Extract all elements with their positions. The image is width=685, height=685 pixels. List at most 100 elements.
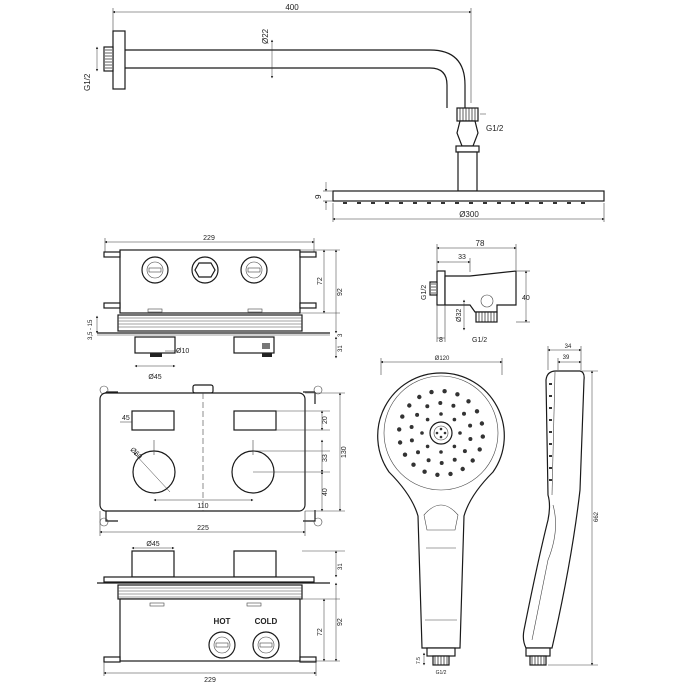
- nozzle-dot: [452, 444, 457, 449]
- nozzle-dot: [425, 444, 430, 449]
- nozzle-dot: [438, 401, 443, 405]
- nozzle-dot: [417, 394, 422, 400]
- nozzle-dot: [425, 417, 430, 422]
- nozzle-dot: [439, 412, 443, 416]
- plate-20-label: 20: [322, 416, 329, 424]
- bottom-72-label: 72: [317, 628, 324, 636]
- hot-label: HOT: [214, 617, 231, 626]
- nozzle-dot: [439, 450, 443, 454]
- hand-dia-label: Ø120: [435, 356, 450, 362]
- cold-label: COLD: [255, 617, 278, 626]
- wall-flange: [112, 30, 126, 90]
- nozzle-dot: [470, 458, 475, 463]
- outlet-thread-bottom-label: G1/2: [472, 337, 487, 344]
- nozzle-dot: [400, 414, 405, 419]
- nozzle-dot: [426, 458, 431, 463]
- outlet-flange: [436, 270, 446, 306]
- head-thick-label: 9: [314, 194, 323, 199]
- nozzle-dot: [468, 423, 473, 428]
- plate-33-label: 33: [322, 454, 329, 462]
- swivel-joint: [456, 120, 479, 147]
- arm-thread-label: G1/2: [486, 124, 504, 133]
- nozzle-dot: [416, 450, 420, 455]
- spray-nozzles: [397, 389, 485, 477]
- body-h92-label: 92: [337, 288, 344, 296]
- nozzle-dot: [462, 411, 466, 416]
- wall-thread-hatch: [105, 49, 112, 69]
- nozzle-dot: [397, 440, 403, 445]
- plate-225-label: 225: [197, 525, 209, 532]
- hand-thread-label: G1/2: [436, 670, 447, 676]
- plaster-guard: [117, 314, 303, 332]
- outlet-thread-left-label: G1/2: [421, 285, 428, 300]
- rain-head: [332, 190, 605, 202]
- nozzle-dot: [435, 472, 440, 477]
- nozzle-dot: [407, 403, 412, 408]
- cold-port: [252, 631, 280, 659]
- center-nozzles: [435, 427, 447, 439]
- spray-center: [429, 421, 453, 445]
- bottom-92-label: 92: [337, 618, 344, 626]
- outlet-40-label: 40: [522, 295, 530, 302]
- nozzle-dot: [439, 461, 444, 465]
- nozzle-dot: [411, 462, 416, 467]
- hand-39-label: 39: [563, 355, 570, 361]
- shower-arm-view: 400 G1/2 Ø22 G1/2: [83, 3, 605, 222]
- body-front-view: 45 Ø60 110 20 33 40 130 225: [99, 384, 348, 536]
- nozzle-dot: [422, 469, 427, 474]
- nozzle-dot: [448, 471, 453, 477]
- body-d31-label: 31: [338, 345, 344, 352]
- shower-arm-pipe: [125, 49, 466, 108]
- plate-45-label: 45: [122, 415, 130, 422]
- hand-len-label: 662: [594, 511, 600, 522]
- nozzle-dot: [458, 431, 462, 435]
- hand-thread-h-label: 7.5: [416, 657, 422, 664]
- bottom-dia45-label: Ø45: [146, 541, 159, 548]
- nozzle-dot: [452, 457, 457, 462]
- nozzle-dot: [409, 438, 414, 443]
- nozzle-dot: [420, 431, 424, 435]
- nozzle-dot: [479, 421, 485, 426]
- outlet-33-label: 33: [458, 254, 466, 261]
- arm-dia-label: Ø22: [261, 28, 270, 44]
- hand-shower-side: 34 39 662: [522, 344, 600, 666]
- head-neck: [457, 151, 478, 192]
- body-side-view: 229 Ø10: [88, 235, 344, 381]
- head-dia-label: Ø300: [459, 210, 479, 219]
- rain-head-nozzles: [343, 202, 585, 204]
- bottom-knob-right: [233, 550, 277, 578]
- body-bottom-view: Ø45 HOT COLD 31 72 9: [97, 541, 345, 684]
- knob-dia45-label: Ø45: [148, 374, 161, 381]
- hot-port: [208, 631, 236, 659]
- plate-110-label: 110: [197, 503, 208, 510]
- nozzle-dot: [474, 409, 480, 414]
- nozzle-dot: [468, 437, 473, 441]
- wall-thread-label: G1/2: [83, 73, 92, 91]
- hand-34-label: 34: [565, 344, 572, 350]
- body-h72-label: 72: [317, 277, 324, 285]
- body-port-right: [240, 256, 268, 284]
- arm-length-label: 400: [285, 3, 299, 12]
- body-width-top-label: 229: [203, 235, 215, 242]
- bottom-31-label: 31: [338, 563, 344, 570]
- body-port-left: [141, 256, 169, 284]
- outlet-8-label: 8: [439, 337, 443, 344]
- outlet-holder: [444, 270, 517, 313]
- hand-connector: [426, 647, 456, 657]
- nozzle-dot: [429, 389, 434, 395]
- outlet-32-label: Ø32: [456, 309, 463, 322]
- hand-side-outline: [522, 370, 585, 649]
- nozzle-dot: [425, 404, 430, 409]
- plate-slot-left: [131, 410, 175, 431]
- body-d3-label: 3: [338, 333, 344, 337]
- nozzle-dot: [451, 403, 456, 408]
- plate-130-label: 130: [341, 446, 348, 458]
- knob-dia10-label: Ø10: [176, 348, 189, 355]
- outlet-thread-bottom: [475, 311, 498, 323]
- nozzle-dot: [460, 466, 465, 472]
- body-port-center: [191, 256, 219, 284]
- nozzle-dot: [466, 399, 471, 404]
- plate-slot-right: [233, 410, 277, 431]
- bottom-knob-left: [131, 550, 175, 578]
